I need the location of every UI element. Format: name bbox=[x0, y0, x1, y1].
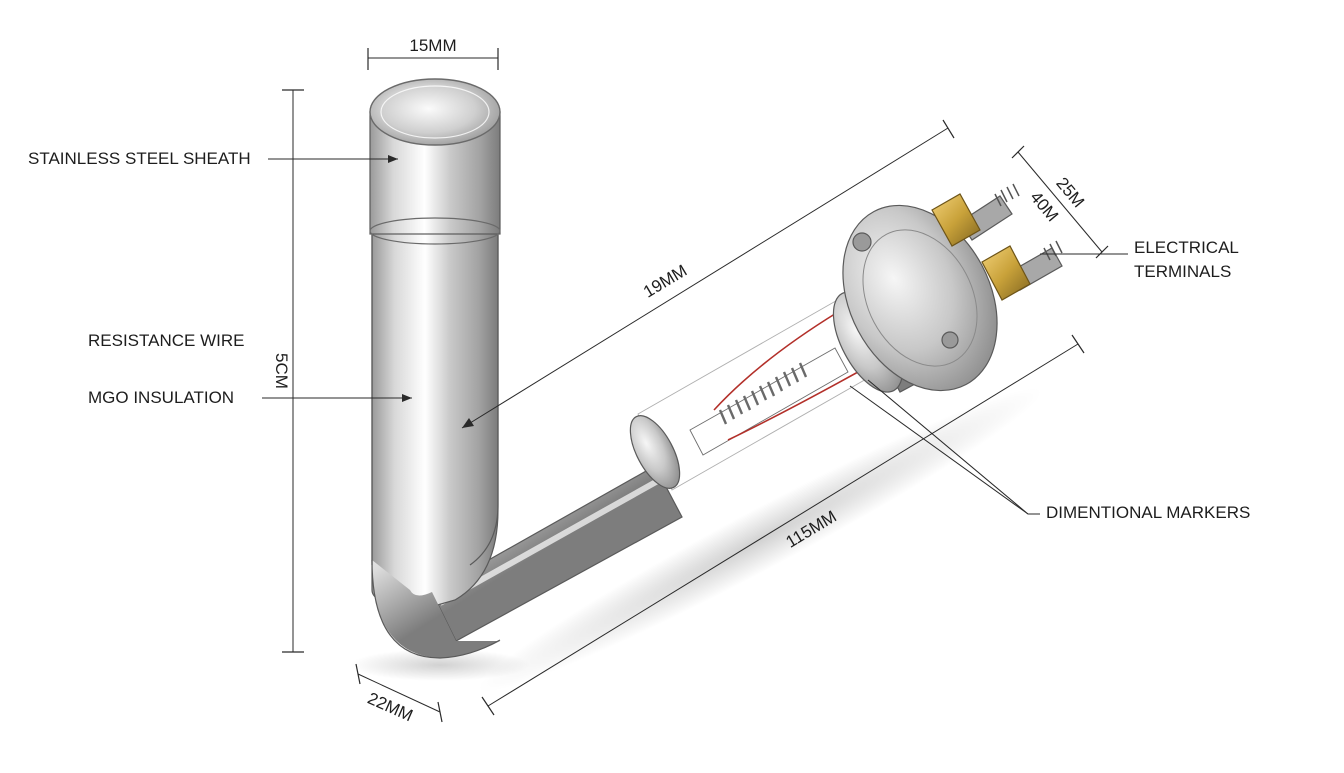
flange-head bbox=[832, 204, 998, 393]
callout-label: RESISTANCE WIRE bbox=[88, 331, 244, 350]
dim-label: 40M bbox=[1026, 188, 1062, 226]
callout-label: STAINLESS STEEL SHEATH bbox=[28, 149, 251, 168]
dim-terminals: 25M 40M bbox=[1011, 145, 1109, 259]
dim-top-width: 15MM bbox=[367, 36, 499, 70]
callout-label: DIMENTIONAL MARKERS bbox=[1046, 503, 1250, 522]
dim-label: 19MM bbox=[640, 261, 690, 302]
bolt-hole-icon bbox=[941, 331, 959, 349]
callout-label: TERMINALS bbox=[1134, 262, 1231, 281]
callout-label: MGO INSULATION bbox=[88, 388, 234, 407]
brass-nut-icon bbox=[931, 193, 981, 247]
callout-insulation: MGO INSULATION bbox=[88, 388, 412, 407]
dim-label: 22MM bbox=[365, 689, 416, 726]
callout-sheath: STAINLESS STEEL SHEATH bbox=[28, 149, 398, 168]
callout-wire: RESISTANCE WIRE bbox=[88, 331, 244, 350]
brass-nut-icon bbox=[981, 245, 1031, 301]
shadow bbox=[477, 387, 1043, 693]
wire-red bbox=[713, 311, 839, 411]
dim-label: 15MM bbox=[409, 36, 456, 55]
shadow bbox=[350, 649, 530, 681]
callout-markers: DIMENTIONAL MARKERS bbox=[849, 379, 1250, 522]
cutaway-section bbox=[629, 293, 883, 491]
callout-terminals: ELECTRICAL TERMINALS bbox=[1040, 238, 1239, 281]
dim-label: 25M bbox=[1052, 174, 1088, 212]
dim-height: 5CM bbox=[272, 89, 304, 653]
terminal-lower bbox=[981, 240, 1063, 301]
callout-label: ELECTRICAL bbox=[1134, 238, 1239, 257]
sheath-cap bbox=[369, 78, 501, 245]
terminal-upper bbox=[931, 183, 1020, 247]
wire-red bbox=[727, 361, 877, 441]
dim-label: 5CM bbox=[272, 353, 291, 389]
resistance-coil bbox=[718, 362, 808, 425]
vertical-tube bbox=[371, 231, 499, 611]
bolt-hole-icon bbox=[852, 232, 872, 252]
